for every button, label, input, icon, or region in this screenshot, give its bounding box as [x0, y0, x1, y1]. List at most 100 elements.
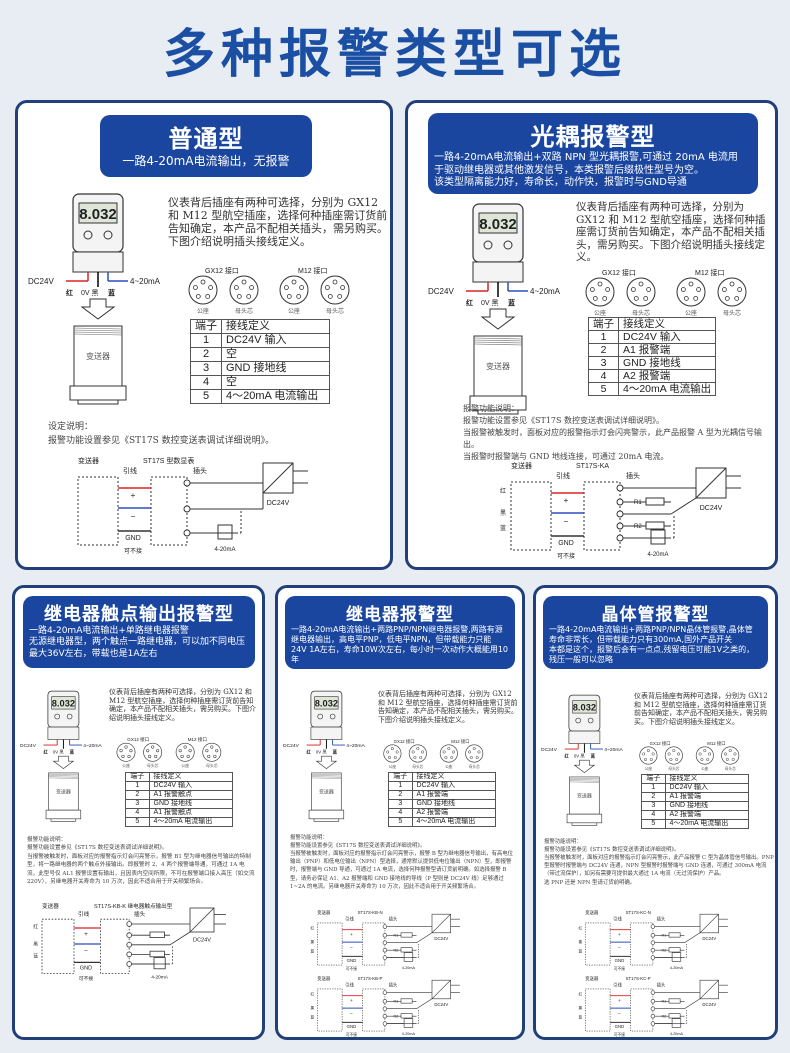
- pin: [178, 749, 182, 753]
- terminal: [382, 955, 388, 960]
- r2-label: R2: [662, 1014, 667, 1018]
- m12-label: M12 接口: [298, 266, 328, 275]
- pin: [416, 747, 420, 751]
- male-label: 公座: [197, 307, 209, 315]
- schematic-plug-label: 插头: [193, 466, 207, 475]
- transmitter-box: [510, 481, 552, 551]
- terminal: [650, 1013, 656, 1019]
- plus-sign: +: [84, 931, 88, 938]
- female-label: 母头芯: [235, 307, 253, 315]
- current-meter-icon: [671, 1018, 682, 1028]
- pin: [675, 758, 679, 762]
- pin: [667, 752, 671, 756]
- r1-label: R1: [662, 934, 667, 938]
- pin: [387, 756, 391, 760]
- table-cell: 4: [588, 369, 619, 384]
- display-value: 8.032: [79, 206, 117, 223]
- current-meter-icon: [403, 952, 414, 962]
- page-title: 多种报警类型可选: [162, 25, 627, 85]
- table-cell: 4～20mA 电流输出: [221, 389, 330, 404]
- transmitter-body: [473, 335, 523, 397]
- optional-label: 可不接: [346, 1032, 357, 1037]
- schematic-model-label: ST17S-KC-P: [626, 976, 651, 981]
- table-cell: 2: [388, 790, 413, 801]
- output-label: 4~20mA: [83, 743, 102, 749]
- female-label: 母头芯: [632, 309, 650, 317]
- note-line: 当报警被触发时，面板对应的报警指示灯会闪亮警示，此产品报警 A 型为光耦信号输出…: [463, 428, 762, 449]
- pin: [472, 747, 476, 751]
- blue-label: 蓝: [333, 749, 338, 756]
- intro-text: 仪表背后插座有两种可选择，分别为 GX12 和 M12 型航空插座，选择何种插座…: [634, 692, 768, 726]
- pin: [725, 758, 729, 762]
- current-meter-icon: [153, 957, 166, 970]
- meter-box: [100, 918, 130, 975]
- female-label: 母头芯: [469, 764, 480, 769]
- pin: [729, 281, 735, 287]
- table-cell: DC24V 输入: [148, 781, 234, 792]
- terminal: [183, 479, 191, 487]
- terminal: [183, 505, 191, 513]
- pin: [706, 758, 710, 762]
- table-header-cell: 端子: [190, 319, 222, 334]
- meter-box: [150, 476, 188, 546]
- table-cell: 4～20mA 电流输出: [664, 819, 750, 830]
- display-value: 8.032: [315, 699, 338, 709]
- terminal: [650, 1006, 656, 1011]
- table-cell: 3: [388, 799, 413, 810]
- table-cell: GND 接地线: [221, 361, 330, 376]
- pin: [413, 756, 417, 760]
- minus-sign: −: [618, 1012, 621, 1017]
- power-supply-label: DC24V: [434, 1002, 448, 1007]
- meter-base: [72, 251, 124, 273]
- optional-label: 可不接: [614, 966, 625, 971]
- transmitter-body: [48, 772, 79, 811]
- pin: [390, 747, 394, 751]
- panel-description: 无源继电器型，两个触点一路继电器，可以加不同电压: [29, 637, 246, 648]
- gx12-label: GX12 接口: [394, 738, 415, 745]
- pin: [129, 749, 133, 753]
- pin: [205, 294, 211, 299]
- schematic-plug-label: 插头: [389, 915, 398, 922]
- wiring-schematic: 变送器引线ST17S-KB-P插头+−GND可不接DC24V4-20mAR1R2…: [310, 975, 460, 1037]
- zero-volt-label: 0V 黑: [481, 299, 499, 307]
- table-cell: A1 报警端: [411, 790, 497, 801]
- table-cell: 2: [125, 790, 150, 801]
- female-label: 母头芯: [206, 763, 218, 768]
- r1-label: R1: [634, 500, 642, 506]
- table-cell: 4: [190, 375, 222, 390]
- schematic-transmitter-label: 变送器: [317, 975, 331, 982]
- minus-sign: −: [618, 946, 621, 951]
- terminal: [126, 951, 133, 958]
- power-label: DC24V: [428, 287, 454, 296]
- pin: [233, 285, 239, 290]
- table-cell: 空: [221, 375, 330, 390]
- relay-r1-icon: [400, 998, 413, 1004]
- power-supply-box: [189, 907, 215, 933]
- meter-box: [630, 988, 654, 1032]
- m-button-icon: [83, 230, 93, 240]
- table-cell: 3: [190, 361, 222, 376]
- male-label: 公座: [122, 763, 130, 768]
- panel-header: 晶体管报警型一路4-20mA电流输出+两路PNP/NPN晶体管报警,晶体管寿命非…: [543, 596, 768, 669]
- optional-label: 可不接: [79, 975, 94, 982]
- female-label: 母头芯: [668, 766, 679, 771]
- schematic-transmitter-label: 变送器: [78, 456, 99, 465]
- table-header-cell: 端子: [388, 771, 413, 783]
- pin: [192, 285, 198, 290]
- terminal: [126, 942, 133, 948]
- m12-label: M12 接口: [188, 736, 207, 743]
- pin: [698, 752, 702, 756]
- pin: [447, 747, 451, 751]
- power-label: DC24V: [283, 743, 300, 749]
- pin: [386, 750, 390, 754]
- schematic-plug-label: 插头: [626, 471, 640, 480]
- pin: [411, 750, 415, 754]
- pin: [246, 294, 252, 299]
- down-arrow-icon: [315, 755, 338, 769]
- terminal: [126, 921, 133, 927]
- pin: [693, 296, 699, 301]
- black-wire-label: 黑: [33, 942, 38, 948]
